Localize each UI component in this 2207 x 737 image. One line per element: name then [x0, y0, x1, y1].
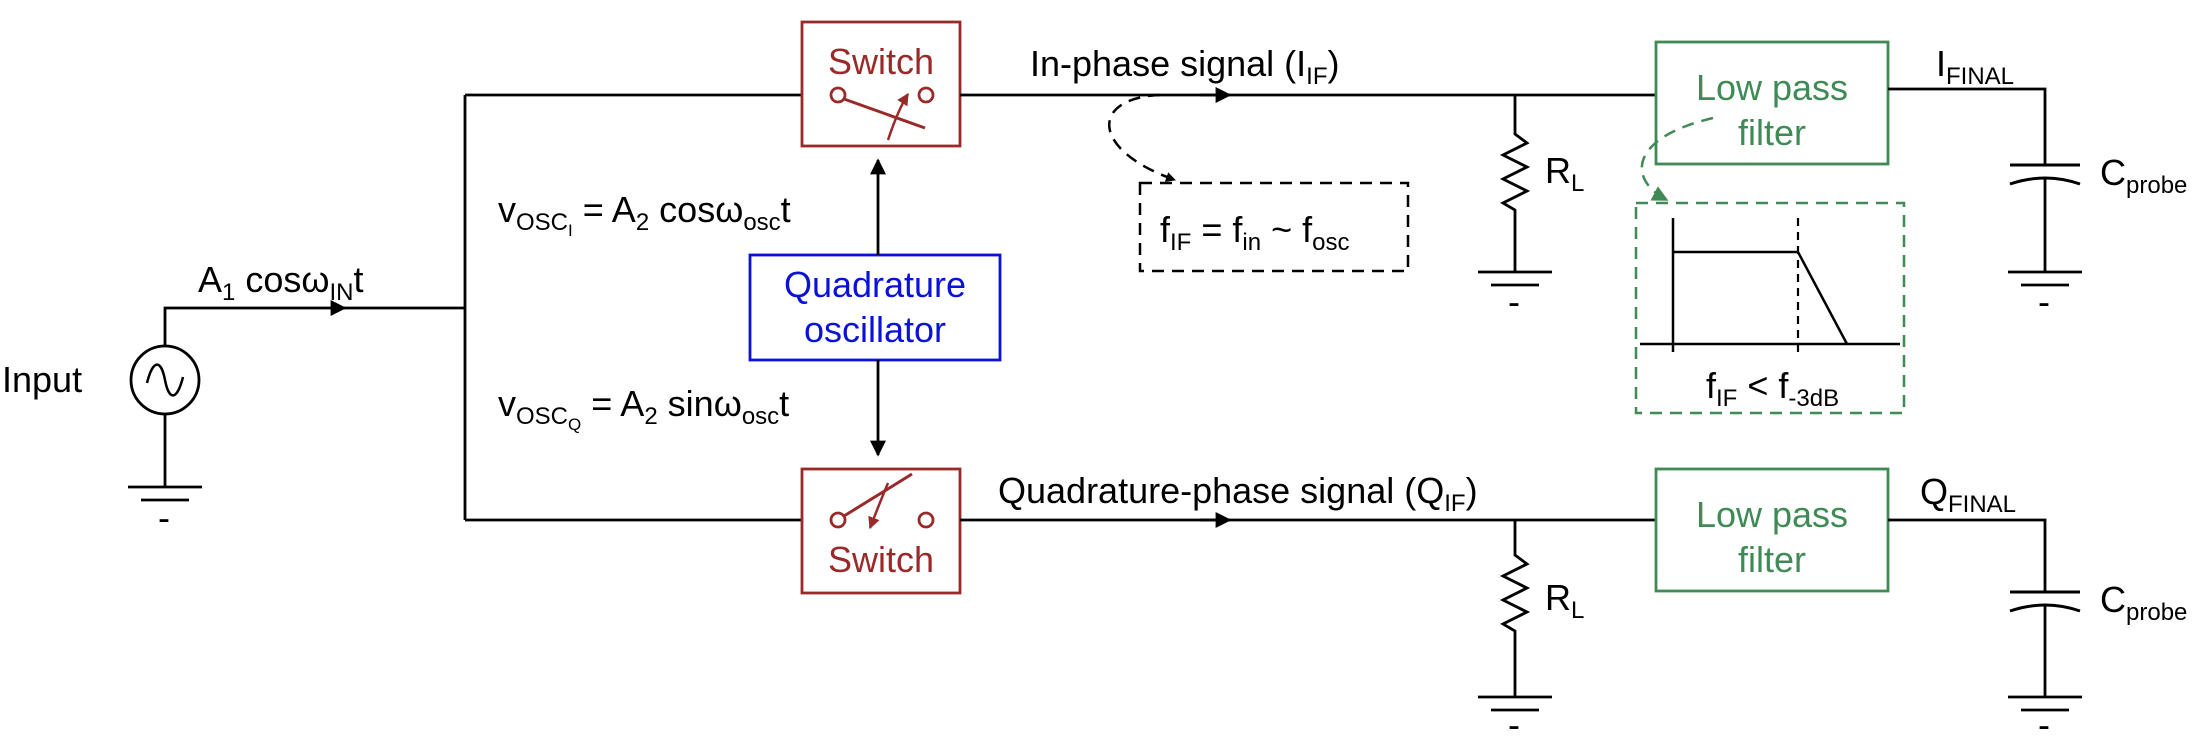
top-filter-label-line1: Low pass	[1696, 67, 1848, 108]
bottom-cprobe-label: Cprobe	[2100, 579, 2187, 626]
svg-text:-: -	[158, 497, 170, 538]
fif-equation: fIF = fin ~ fosc	[1160, 209, 1349, 256]
fif-cutoff-label: fIF < f-3dB	[1706, 365, 1839, 412]
bottom-resistor-label: RL	[1545, 577, 1584, 624]
top-resistor-label: RL	[1545, 150, 1584, 197]
svg-text:-: -	[1508, 704, 1520, 737]
bottom-capacitor: -	[2008, 590, 2082, 737]
bottom-switch-label: Switch	[828, 539, 934, 580]
q-final-label: QFINAL	[1920, 471, 2016, 518]
input-source	[129, 344, 201, 416]
oscillator-label-line2: oscillator	[804, 309, 946, 350]
filter-callout-arrow	[1640, 116, 1714, 202]
svg-text:-: -	[2038, 281, 2050, 322]
bottom-switch: Switch	[800, 467, 962, 595]
svg-text:-: -	[1508, 281, 1520, 322]
top-filter-label-line2: filter	[1738, 112, 1806, 153]
input-wire	[163, 306, 465, 346]
top-capacitor: -	[2008, 163, 2082, 322]
top-low-pass-filter: Low pass filter	[1654, 40, 1890, 166]
input-label: Input	[2, 359, 82, 400]
sine-wave-icon	[145, 363, 185, 397]
input-ground-symbol: -	[128, 485, 202, 538]
quadrature-oscillator: Quadrature oscillator	[748, 253, 1002, 362]
top-switch: Switch	[800, 20, 962, 148]
i-final-label: IFINAL	[1936, 43, 2014, 90]
bottom-filter-label-line1: Low pass	[1696, 494, 1848, 535]
top-resistor: -	[1478, 95, 1552, 322]
osc-q-label: vOSCQ = A2 sinωosct	[498, 383, 789, 434]
top-output-wire	[1888, 87, 2047, 165]
bottom-resistor: -	[1478, 520, 1552, 737]
quadphase-label: Quadrature-phase signal (QIF)	[998, 470, 1478, 517]
top-switch-label: Switch	[828, 41, 934, 82]
filter-response-inset	[1634, 201, 1906, 415]
oscillator-label-line1: Quadrature	[784, 264, 966, 305]
bottom-switch-arrow	[868, 482, 890, 530]
fif-callout-box	[1138, 181, 1410, 273]
svg-text:-: -	[2038, 704, 2050, 737]
top-cprobe-label: Cprobe	[2100, 152, 2187, 199]
top-switch-arrow	[886, 92, 910, 141]
inphase-label: In-phase signal (IIF)	[1030, 43, 1339, 90]
bottom-low-pass-filter: Low pass filter	[1654, 467, 1890, 593]
osc-i-label: vOSCI = A2 cosωosct	[498, 189, 791, 240]
bottom-filter-label-line2: filter	[1738, 539, 1806, 580]
bottom-output-wire	[1888, 518, 2047, 592]
input-signal-label: A1 cosωINt	[198, 259, 364, 306]
fif-callout-arrow	[1108, 93, 1176, 182]
